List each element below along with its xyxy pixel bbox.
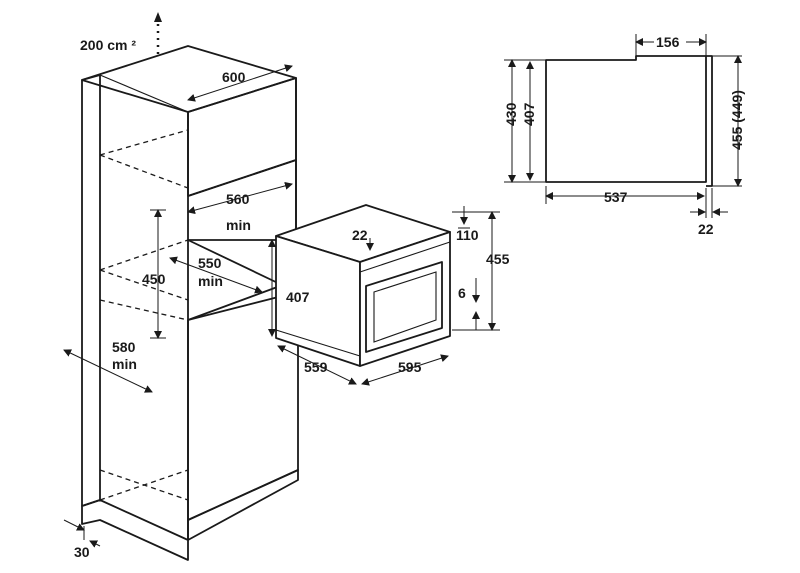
cabinet-depth-min: min [112, 356, 137, 372]
cabinet-dimensions: 600 560 min 450 550 min 580 min 30 [63, 64, 293, 560]
oven-control-panel [359, 241, 451, 273]
tall-cabinet [81, 45, 299, 561]
cabinet-width-label: 600 [222, 69, 246, 85]
oven-iso [275, 204, 451, 367]
cabinet-top [81, 45, 297, 113]
oven-total-height-label: 455 [486, 251, 510, 267]
oven-width-label: 595 [398, 359, 422, 375]
ventilation-indicator: 200 cm ² [80, 12, 162, 56]
cabinet-left-panel [81, 74, 101, 507]
oven-bottom-gap-label: 6 [458, 285, 466, 301]
side-height-inner-label: 407 [521, 102, 537, 126]
side-door-label: 22 [698, 221, 714, 237]
side-view-door [706, 55, 713, 187]
cabinet-depth-label: 580 [112, 339, 136, 355]
side-height-outer-label: 430 [503, 102, 519, 126]
oven-dimensions: 22 110 455 407 6 559 595 [268, 206, 510, 386]
arrow-up-icon [154, 12, 162, 22]
oven-front-offset-label: 22 [352, 227, 368, 243]
side-depth-label: 537 [604, 189, 628, 205]
niche-depth-min: min [198, 273, 223, 289]
niche-width-min: min [226, 217, 251, 233]
oven-body-height-label: 407 [286, 289, 310, 305]
side-top-step-label: 156 [656, 34, 680, 50]
oven-window [373, 271, 437, 343]
niche-height-label: 450 [142, 271, 166, 287]
side-view-body [545, 55, 707, 183]
niche-width-label: 560 [226, 191, 250, 207]
oven-door [365, 261, 443, 353]
side-front-height-label: 455 (449) [729, 90, 745, 150]
niche-depth-label: 550 [198, 255, 222, 271]
cabinet-plinth [187, 469, 299, 541]
plinth-label: 30 [74, 544, 90, 560]
side-view: 156 430 407 455 (449) 537 22 [503, 32, 745, 237]
oven-top-gap-label: 110 [456, 227, 479, 243]
ventilation-label: 200 cm ² [80, 37, 136, 53]
oven-depth-label: 559 [304, 359, 328, 375]
